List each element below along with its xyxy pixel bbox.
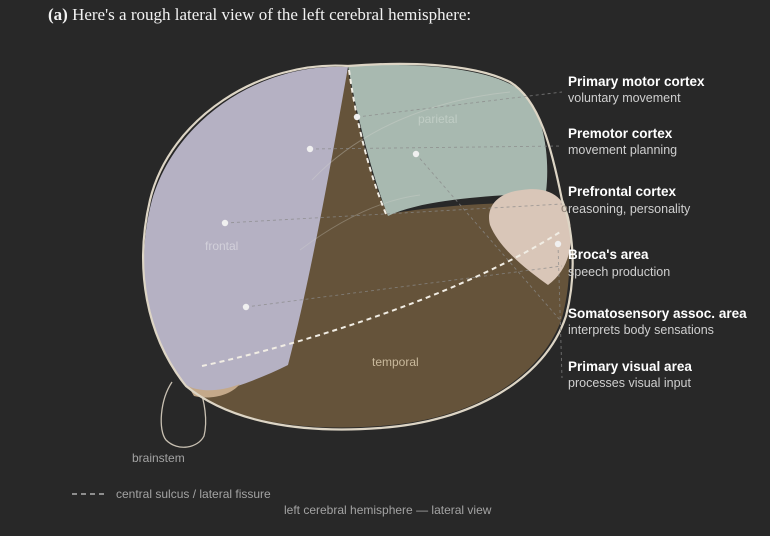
frontal-lobe [143, 66, 348, 395]
leader-primary-motor [356, 91, 563, 118]
brainstem-label: brainstem [132, 451, 185, 465]
legend-label: central sulcus / lateral fissure [116, 487, 271, 501]
points [221, 113, 562, 311]
heading-marker: (a) [48, 5, 68, 24]
point-prefrontal [221, 219, 229, 227]
cerebellum-patch [188, 384, 240, 398]
label-desc: movement planning [568, 143, 677, 157]
label-desc: processes visual input [568, 376, 692, 390]
label-premotor: Premotor cortex movement planning [568, 126, 677, 157]
label-title: Primary visual area [568, 359, 692, 374]
label-somatosensory: Somatosensory assoc. area interprets bod… [568, 306, 747, 337]
point-premotor [306, 145, 314, 153]
label-desc: voluntary movement [568, 91, 681, 105]
heading: (a) Here's a rough lateral view of the l… [48, 5, 471, 25]
point-primary-motor [353, 113, 361, 121]
label-desc: speech production [568, 265, 670, 279]
leader-premotor [309, 145, 563, 150]
label-title: Prefrontal cortex [568, 184, 677, 199]
brainstem-shape [160, 381, 207, 448]
heading-text: Here's a rough lateral view of the left … [72, 5, 472, 24]
occipital-lobe [489, 189, 572, 285]
occipital-label: o [561, 201, 568, 215]
label-title: Somatosensory assoc. area [568, 306, 747, 321]
label-visual: Primary visual area processes visual inp… [568, 359, 692, 390]
point-visual [554, 240, 562, 248]
parietal-label: parietal [418, 112, 457, 126]
central-sulcus [348, 69, 387, 215]
temporal-label: temporal [372, 355, 419, 369]
parietal-lobe [348, 64, 548, 216]
leader-visual [557, 243, 563, 379]
label-title: Primary motor cortex [568, 74, 705, 89]
gyrus-line [299, 194, 421, 251]
label-brocas: Broca's area speech production [568, 247, 670, 279]
label-desc: interprets body sensations [568, 323, 714, 337]
point-brocas [242, 303, 250, 311]
frontal-label: frontal [205, 239, 238, 253]
label-primary-motor: Primary motor cortex voluntary movement [568, 74, 705, 105]
label-title: Broca's area [568, 247, 649, 262]
leader-prefrontal [224, 203, 563, 224]
label-prefrontal: Prefrontal cortex reasoning, personality [568, 184, 691, 216]
gyrus-line [311, 91, 511, 181]
label-desc: reasoning, personality [568, 202, 691, 216]
leader-somatosensory [415, 153, 561, 321]
leaders [224, 91, 563, 379]
diagram-caption: left cerebral hemisphere — lateral view [284, 503, 492, 517]
label-title: Premotor cortex [568, 126, 673, 141]
leader-brocas [245, 265, 563, 308]
point-somatosensory [412, 150, 420, 158]
hemisphere-outline [142, 62, 574, 431]
